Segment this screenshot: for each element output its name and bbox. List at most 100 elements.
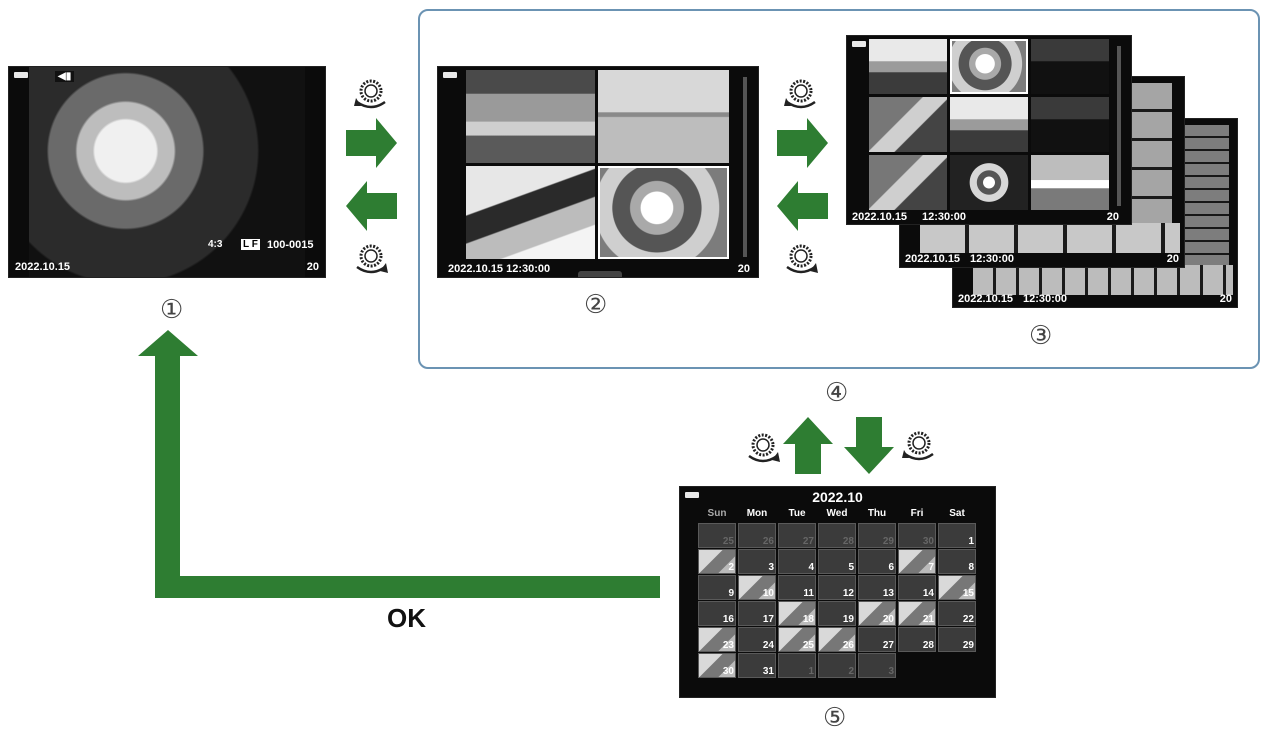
time-label: 12:30:00	[970, 253, 1015, 265]
calendar-date-number: 24	[762, 640, 774, 651]
calendar-date-number: 15	[962, 588, 974, 599]
calendar-date-cell[interactable]: 28	[818, 523, 856, 548]
calendar-date-cell[interactable]: 3	[738, 549, 776, 574]
calendar-date-cell[interactable]: 24	[738, 627, 776, 652]
calendar-date-number: 14	[922, 588, 934, 599]
calendar-date-number: 20	[882, 614, 894, 625]
count-label: 20	[1106, 211, 1119, 223]
step-5-label: ⑤	[823, 703, 847, 733]
calendar-date-cell[interactable]: 3	[858, 653, 896, 678]
count-label: 20	[306, 261, 319, 273]
calendar-date-cell[interactable]: 5	[818, 549, 856, 574]
arrow-left-2-to-1	[346, 181, 397, 231]
step-2-label: ②	[584, 290, 608, 320]
calendar-date-cell[interactable]: 26	[738, 523, 776, 548]
calendar-date-cell[interactable]: 7	[898, 549, 936, 574]
calendar-date-cell[interactable]: 25	[778, 627, 816, 652]
calendar-date-cell[interactable]: 20	[858, 601, 896, 626]
calendar-date-number: 29	[882, 536, 894, 547]
scroll-bar[interactable]	[1117, 46, 1121, 206]
date-time-label: 2022.10.15 12:30:00	[448, 263, 551, 275]
calendar-date-cell[interactable]: 26	[818, 627, 856, 652]
calendar-date-cell[interactable]: 21	[898, 601, 936, 626]
calendar-date-number: 26	[842, 640, 854, 651]
calendar-date-cell[interactable]: 16	[698, 601, 736, 626]
index-9-thumb-4	[869, 97, 947, 152]
time-label: 12:30:00	[922, 211, 967, 223]
calendar-date-cell[interactable]: 17	[738, 601, 776, 626]
calendar-date-cell[interactable]: 1	[778, 653, 816, 678]
calendar-date-cell[interactable]: 4	[778, 549, 816, 574]
index-9-thumb-7	[869, 155, 947, 210]
index-9-thumb-1	[869, 39, 947, 94]
calendar-date-number: 28	[922, 640, 934, 651]
dial-icon	[748, 433, 780, 463]
calendar-date-number: 25	[802, 640, 814, 651]
calendar-date-number: 1	[968, 536, 974, 547]
calendar-date-number: 13	[882, 588, 894, 599]
date-label: 2022.10.15	[958, 293, 1014, 305]
calendar-date-cell[interactable]: 27	[778, 523, 816, 548]
index-25-bottom-row	[920, 223, 1180, 253]
calendar-date-number: 3	[888, 666, 894, 677]
step-1-label: ①	[160, 295, 184, 325]
calendar-date-number: 22	[962, 614, 974, 625]
battery-icon	[14, 72, 28, 78]
calendar-date-cell[interactable]: 6	[858, 549, 896, 574]
calendar-date-cell[interactable]: 29	[938, 627, 976, 652]
scroll-bar[interactable]	[743, 77, 747, 257]
aspect-ratio: 4:3	[208, 239, 223, 250]
calendar-date-cell[interactable]: 11	[778, 575, 816, 600]
calendar-date-cell[interactable]: 31	[738, 653, 776, 678]
arrow-ok-path	[138, 330, 660, 598]
calendar-date-cell[interactable]: 30	[898, 523, 936, 548]
calendar-date-cell[interactable]: 12	[818, 575, 856, 600]
calendar-date-cell[interactable]: 15	[938, 575, 976, 600]
calendar-date-cell[interactable]: 19	[818, 601, 856, 626]
single-frame-screen: ◀▮ 4:3 L F 100-0015 2022.10.15 20	[9, 67, 325, 277]
calendar-day-header: Thu	[867, 508, 887, 519]
calendar-date-cell[interactable]: 10	[738, 575, 776, 600]
calendar-date-cell[interactable]: 25	[698, 523, 736, 548]
calendar-date-cell[interactable]: 14	[898, 575, 936, 600]
index-4-thumb-1	[466, 70, 595, 163]
dial-icon	[354, 79, 386, 109]
calendar-date-number: 2	[728, 562, 734, 573]
count-label: 20	[1219, 293, 1232, 305]
calendar-day-header: Sat	[949, 508, 965, 519]
calendar-date-number: 18	[802, 614, 814, 625]
index-4-thumb-3	[466, 166, 595, 259]
arrow-up-5-to-4	[783, 417, 833, 474]
calendar-date-cell[interactable]: 22	[938, 601, 976, 626]
index-9-thumb-6	[1031, 97, 1109, 152]
calendar-date-cell[interactable]: 9	[698, 575, 736, 600]
calendar-date-cell[interactable]: 1	[938, 523, 976, 548]
calendar-date-number: 11	[803, 588, 814, 599]
calendar-day-header: Mon	[746, 508, 768, 519]
calendar-date-cell[interactable]: 23	[698, 627, 736, 652]
calendar-date-cell[interactable]: 2	[698, 549, 736, 574]
calendar-date-cell[interactable]: 2	[818, 653, 856, 678]
calendar-title: 2022.10	[812, 489, 863, 505]
calendar-date-number: 5	[848, 562, 854, 573]
calendar-date-cell[interactable]: 13	[858, 575, 896, 600]
calendar-date-number: 21	[922, 614, 934, 625]
calendar-date-number: 1	[808, 666, 814, 677]
count-label: 20	[1166, 253, 1179, 265]
index-100-grid	[1183, 125, 1229, 275]
index-9-screen: 2022.10.15 12:30:00 20	[847, 36, 1131, 224]
calendar-date-cell[interactable]: 8	[938, 549, 976, 574]
count-label: 20	[737, 263, 750, 275]
battery-icon	[443, 72, 457, 78]
arrow-right-2-to-3	[777, 118, 828, 168]
dial-icon	[902, 431, 934, 461]
calendar-date-number: 6	[888, 562, 894, 573]
calendar-date-cell[interactable]: 27	[858, 627, 896, 652]
battery-icon	[685, 492, 699, 498]
calendar-date-cell[interactable]: 30	[698, 653, 736, 678]
calendar-date-cell[interactable]: 28	[898, 627, 936, 652]
calendar-date-cell[interactable]: 29	[858, 523, 896, 548]
calendar-date-cell[interactable]: 18	[778, 601, 816, 626]
movie-icon: ◀▮	[55, 71, 75, 82]
